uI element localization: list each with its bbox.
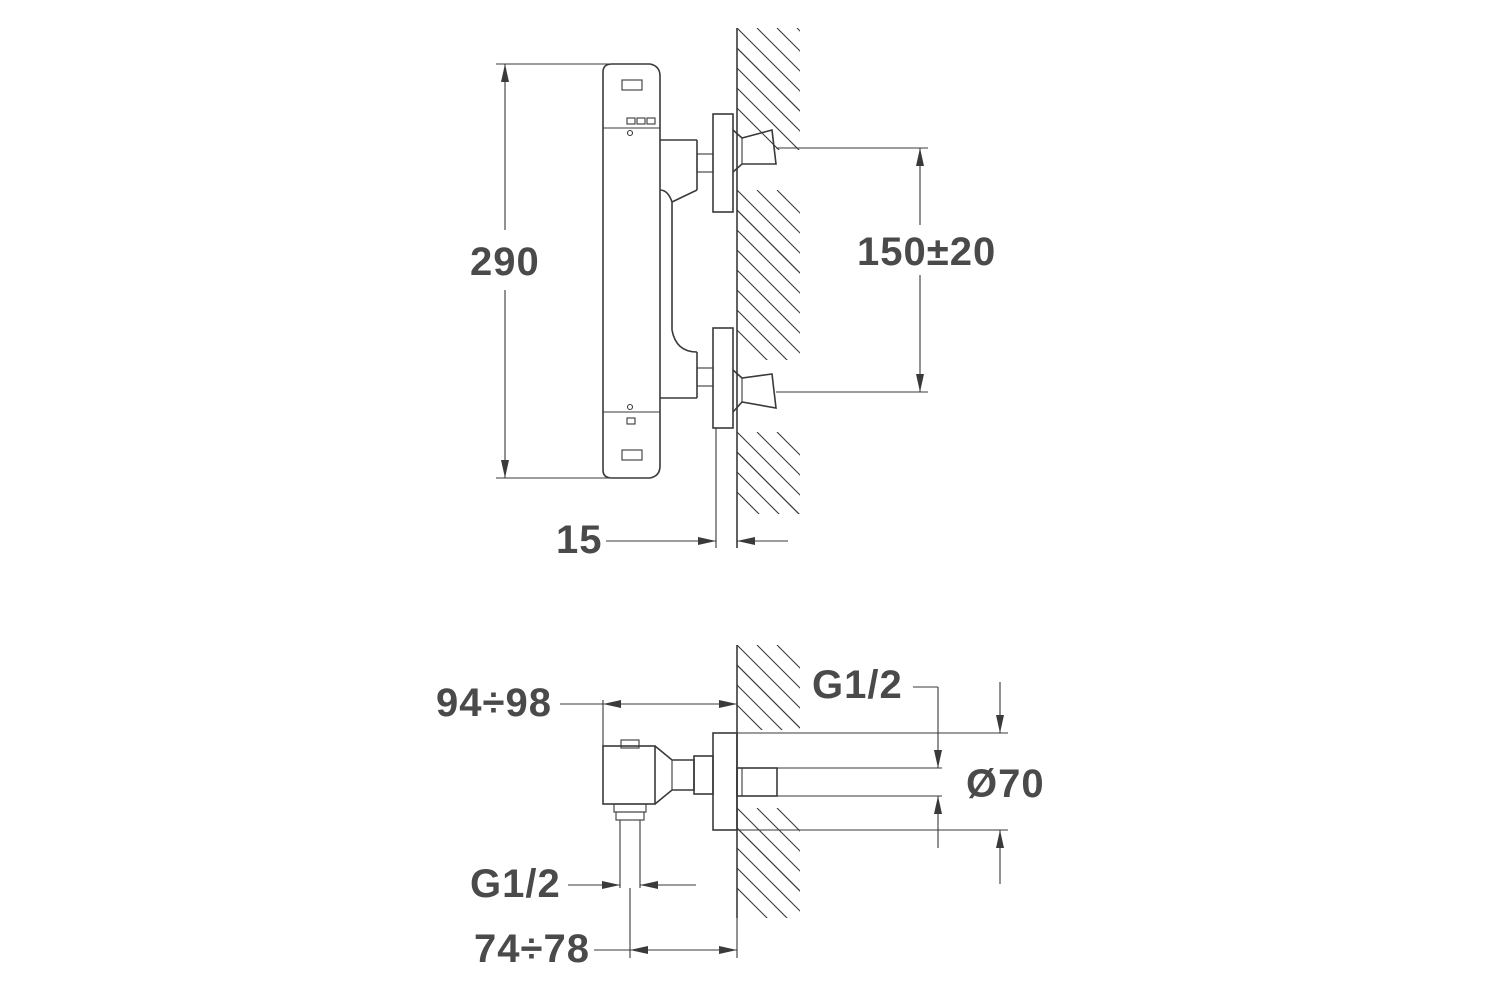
dimension-depth-outlet: 74÷78 [474,888,738,971]
depth-outlet-label: 74÷78 [474,927,590,971]
upper-eccentric [696,113,777,213]
depth-outer-label: 94÷98 [436,681,552,725]
side-view: 290 150±20 15 [470,28,996,562]
dimension-height: 290 [470,63,612,479]
thread-wall-label: G1/2 [812,663,903,707]
dimension-depth-outer: 94÷98 [436,681,737,746]
dimension-wall-offset: 15 [556,428,788,562]
wall-hatch-top-2 [737,645,800,730]
dimension-flange-diameter: Ø70 [966,682,1045,884]
wall-hatch-mid [737,190,800,360]
lower-eccentric [696,327,777,429]
wall-offset-label: 15 [556,518,603,562]
flange-diameter-label: Ø70 [966,762,1045,806]
wall-hatch-bottom [737,432,800,514]
wall-hatch-top [737,28,800,150]
inlet-spacing-label: 150±20 [857,230,996,274]
dimension-thread-outlet: G1/2 [470,862,696,906]
wall-inlet-pipe [736,732,1008,831]
height-label: 290 [470,240,540,284]
wall-hatch-bottom-2 [737,808,800,918]
mixer-top-body [602,732,738,888]
mixer-body [602,63,661,479]
thread-outlet-label: G1/2 [470,862,561,906]
top-view: 94÷98 G1/2 Ø70 G1/2 [436,645,1045,971]
dimension-thread-wall: G1/2 [812,663,942,848]
dimension-inlet-spacing: 150±20 [776,147,996,393]
mixer-bracket [659,139,698,399]
